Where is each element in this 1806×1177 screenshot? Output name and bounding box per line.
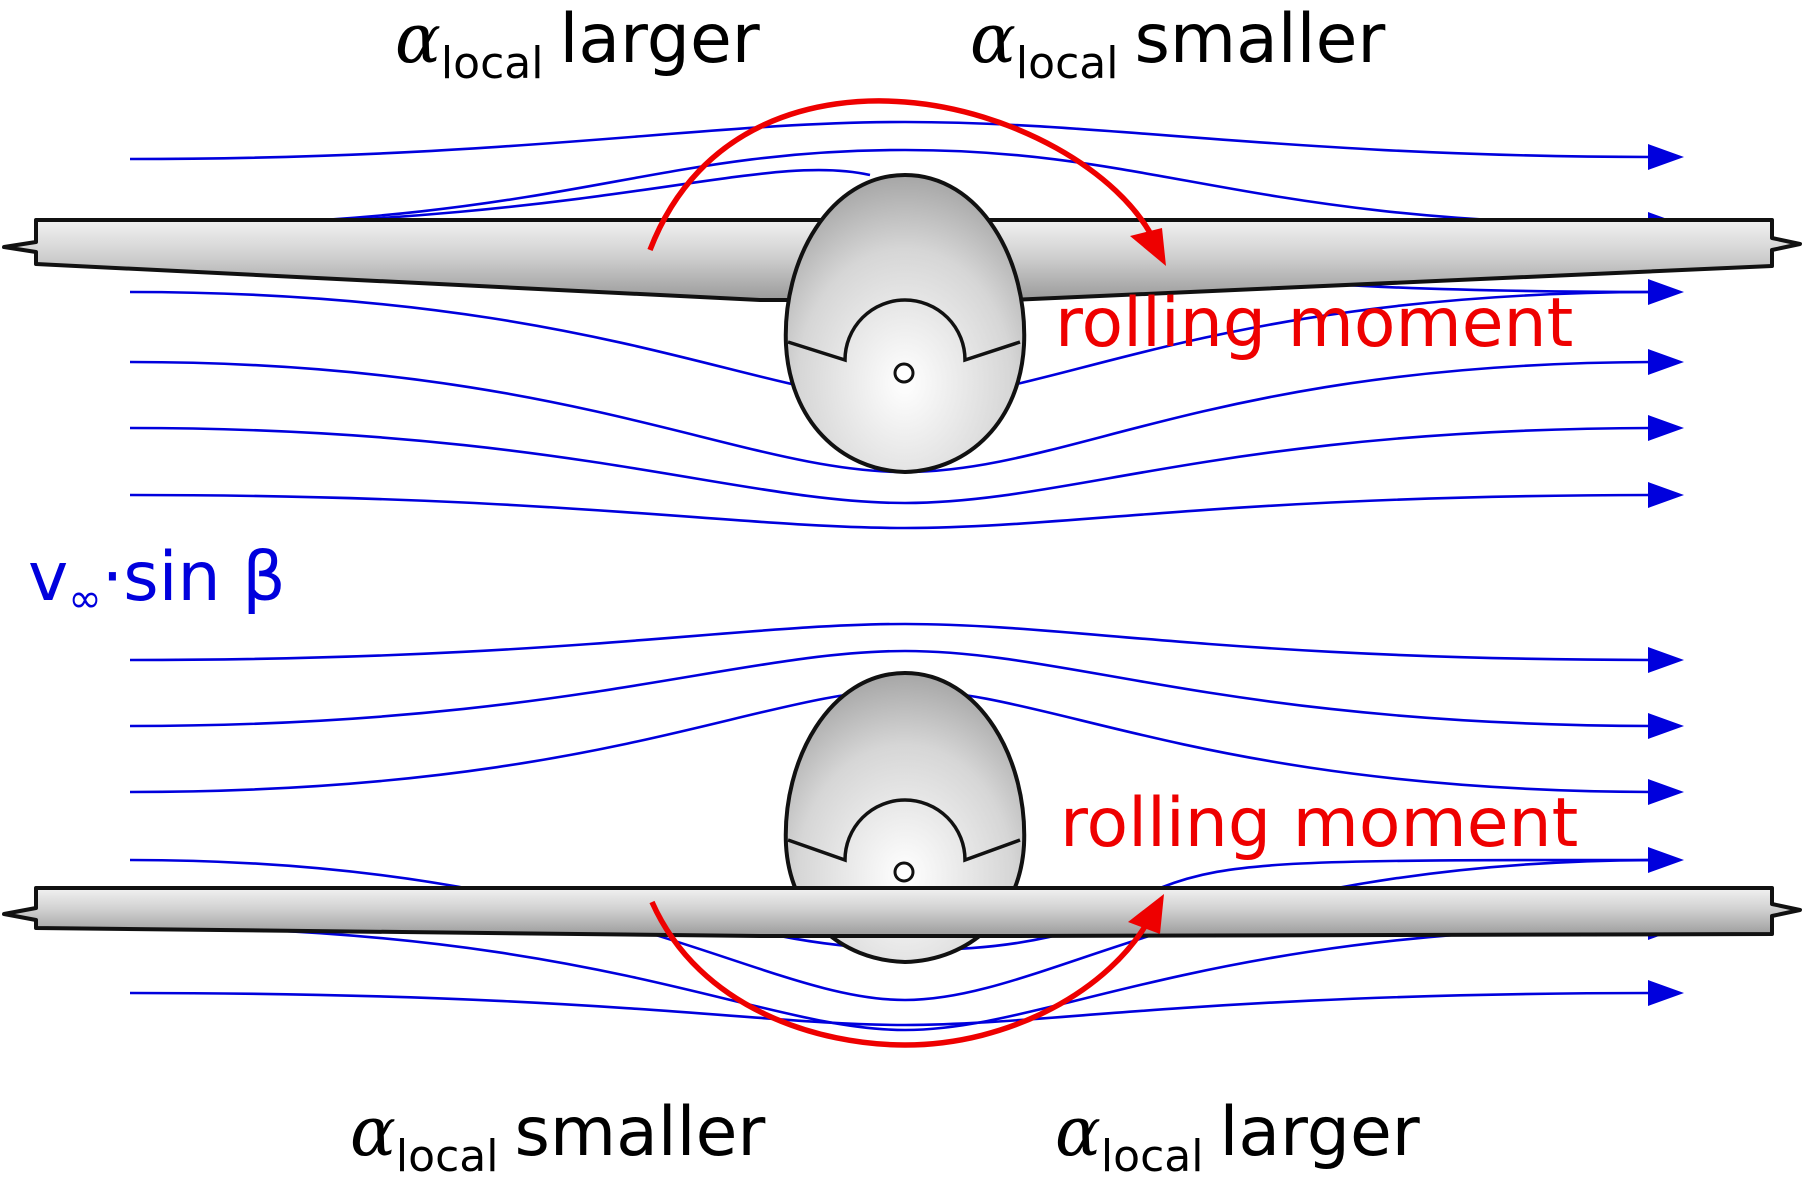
bottom-wing <box>2 886 1802 938</box>
bottom-rolling-moment-arrow <box>649 894 1164 1048</box>
top-fuselage <box>783 172 1027 475</box>
streamline <box>129 493 1661 530</box>
velocity-label: v∞·sin β <box>28 538 286 622</box>
streamline <box>129 649 1661 728</box>
top-rolling-moment-arrow <box>647 98 1166 266</box>
center-of-gravity <box>893 362 915 384</box>
rolling-moment-label-bottom: rolling moment <box>1060 784 1578 863</box>
streamline <box>129 622 1661 662</box>
svg-text:v∞·sin β: v∞·sin β <box>28 538 286 622</box>
streamline <box>129 120 1661 161</box>
bottom-streamline-arrowheads <box>1648 647 1684 1006</box>
streamline <box>129 426 1661 505</box>
streamline <box>129 148 1661 228</box>
streamline <box>129 168 871 228</box>
streamline <box>129 925 1661 1032</box>
top-streamline-arrowheads <box>1648 144 1684 508</box>
streamline <box>129 991 1661 1027</box>
rolling-moment-label-top: rolling moment <box>1055 284 1573 363</box>
center-of-gravity <box>893 861 915 883</box>
